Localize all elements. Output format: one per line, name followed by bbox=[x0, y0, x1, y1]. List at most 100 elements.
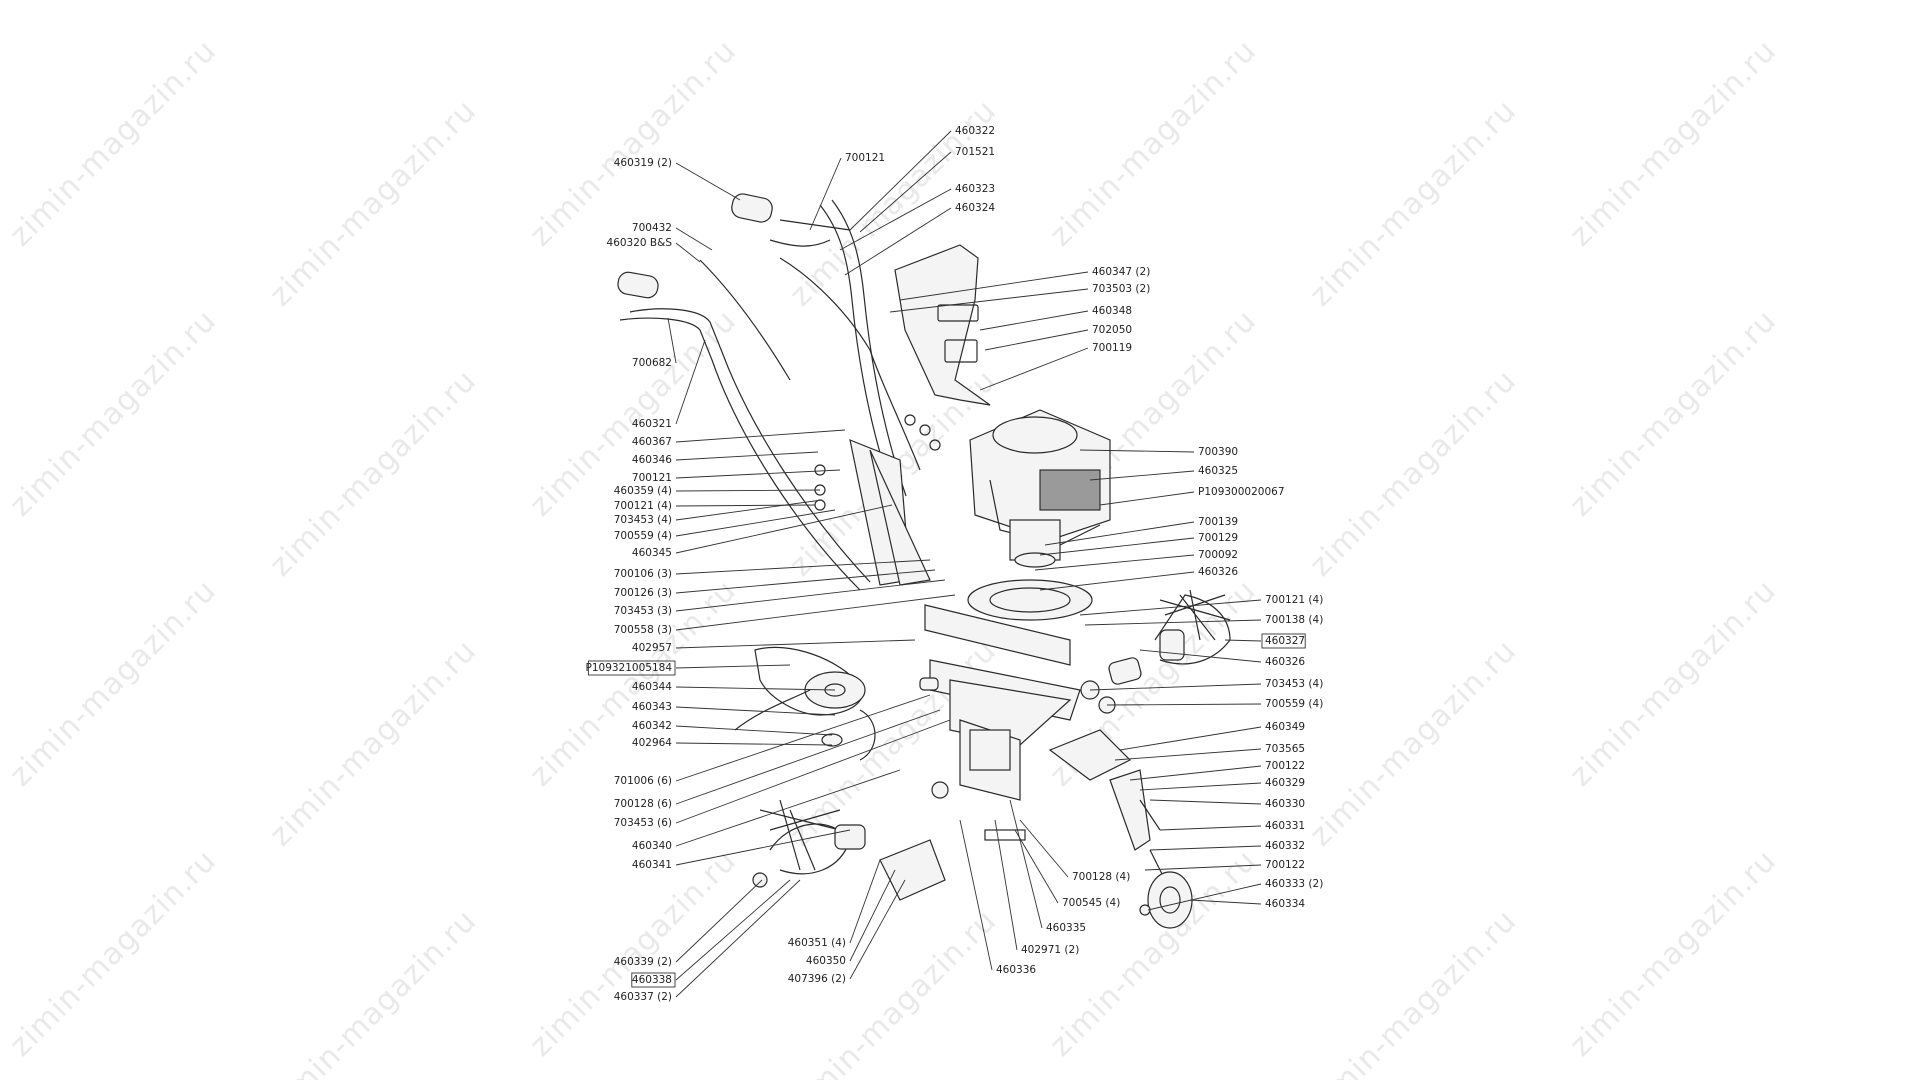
belt bbox=[754, 646, 876, 761]
leader-line bbox=[849, 869, 896, 962]
part-number-label: 703453 (3) bbox=[614, 605, 672, 617]
leader-line bbox=[1089, 683, 1262, 691]
leader-line bbox=[675, 242, 701, 263]
leader-line bbox=[1224, 639, 1262, 642]
part-number-label: 402964 bbox=[632, 737, 672, 749]
leader-line bbox=[1039, 571, 1195, 591]
leader-line bbox=[849, 879, 906, 980]
leader-line bbox=[1009, 799, 1043, 929]
part-number-label: 700139 bbox=[1198, 516, 1238, 528]
part-number-label: 700545 (4) bbox=[1062, 897, 1120, 909]
part-number-label: 700121 (4) bbox=[1265, 594, 1323, 606]
leader-line bbox=[1014, 829, 1059, 904]
watermark-text: zimin-magazin.ru bbox=[1043, 33, 1263, 253]
watermark-text: zimin-magazin.ru bbox=[523, 33, 743, 253]
part-number-label: 700106 (3) bbox=[614, 568, 672, 580]
part-number-label: 460339 (2) bbox=[614, 956, 672, 968]
boxed-label-frame bbox=[587, 660, 676, 676]
watermark-text: zimin-magazin.ru bbox=[783, 903, 1003, 1080]
leader-line bbox=[844, 207, 952, 276]
part-number-label: 460336 bbox=[996, 964, 1036, 976]
leader-line bbox=[889, 288, 1089, 313]
leader-line bbox=[667, 317, 677, 364]
leader-line bbox=[675, 742, 833, 746]
part-number-label: 700119 bbox=[1092, 342, 1132, 354]
leader-line bbox=[1129, 765, 1262, 781]
leader-line bbox=[979, 310, 1089, 331]
handle-assembly bbox=[617, 193, 921, 591]
part-number-label: 460349 bbox=[1265, 721, 1305, 733]
boxed-label-frame bbox=[1261, 633, 1306, 649]
leader-line bbox=[675, 489, 821, 492]
watermark-text: zimin-magazin.ru bbox=[1563, 843, 1783, 1063]
leader-line bbox=[675, 504, 816, 507]
watermark-text: zimin-magazin.ru bbox=[3, 843, 223, 1063]
grip-right bbox=[731, 193, 773, 223]
leader-line bbox=[979, 347, 1089, 391]
part-number-label: 460322 bbox=[955, 125, 995, 137]
leader-line bbox=[675, 639, 916, 649]
exploded-view-drawing bbox=[617, 193, 1231, 929]
leader-line bbox=[1149, 845, 1262, 851]
leader-line bbox=[994, 819, 1018, 951]
leader-line bbox=[675, 451, 819, 461]
leader-line bbox=[675, 694, 931, 782]
part-number-label: 460330 bbox=[1265, 798, 1305, 810]
watermark-text: zimin-magazin.ru bbox=[1563, 303, 1783, 523]
part-number-label: 700138 (4) bbox=[1265, 614, 1323, 626]
leader-line bbox=[1139, 782, 1262, 791]
part-number-label: 460319 (2) bbox=[614, 157, 672, 169]
part-number-label: 700121 bbox=[845, 152, 885, 164]
leader-line bbox=[1084, 619, 1262, 626]
part-number-label: 460326 bbox=[1265, 656, 1305, 668]
part-number-label: 700682 bbox=[632, 357, 672, 369]
leader-line bbox=[1079, 449, 1195, 453]
watermark-text: zimin-magazin.ru bbox=[1563, 33, 1783, 253]
handle-brackets bbox=[814, 414, 941, 586]
part-number-label: 460326 bbox=[1198, 566, 1238, 578]
part-number-label: 460343 bbox=[632, 701, 672, 713]
part-number-label: 700559 (4) bbox=[614, 530, 672, 542]
part-number-label: 460335 bbox=[1046, 922, 1086, 934]
part-number-label: 460341 bbox=[632, 859, 672, 871]
part-number-label: 700128 (4) bbox=[1072, 871, 1130, 883]
leader-line bbox=[1119, 726, 1262, 751]
part-number-label: 460334 bbox=[1265, 898, 1305, 910]
part-number-label: 460344 bbox=[632, 681, 672, 693]
leader-line bbox=[675, 829, 851, 866]
part-number-label: 700432 bbox=[632, 222, 672, 234]
leader-line bbox=[675, 504, 893, 554]
part-number-label: 700559 (4) bbox=[1265, 698, 1323, 710]
part-number-label: 460320 B&S bbox=[607, 237, 673, 249]
part-number-label: 700122 bbox=[1265, 859, 1305, 871]
part-number-label: 701521 bbox=[955, 146, 995, 158]
watermark-text: zimin-magazin.ru bbox=[1303, 633, 1523, 853]
part-number-label: 700390 bbox=[1198, 446, 1238, 458]
leader-line bbox=[675, 879, 801, 998]
leader-lines bbox=[667, 130, 1262, 998]
watermark-text: zimin-magazin.ru bbox=[263, 633, 483, 853]
leader-line bbox=[1019, 819, 1069, 878]
part-number-label: 460323 bbox=[955, 183, 995, 195]
watermark-text: zimin-magazin.ru bbox=[1563, 573, 1783, 793]
leader-line bbox=[675, 664, 791, 669]
leader-line bbox=[675, 769, 901, 847]
leader-line bbox=[899, 271, 1089, 301]
grip-left bbox=[617, 271, 659, 299]
leader-line bbox=[675, 429, 846, 443]
leader-line bbox=[1089, 470, 1195, 481]
leader-line bbox=[1139, 649, 1262, 663]
part-number-label: 460333 (2) bbox=[1265, 878, 1323, 890]
part-number-label: 402971 (2) bbox=[1021, 944, 1079, 956]
part-number-label: 703453 (6) bbox=[614, 817, 672, 829]
part-number-label: P109321005184 bbox=[586, 662, 673, 674]
leader-line bbox=[1039, 537, 1195, 556]
part-number-label: 703565 bbox=[1265, 743, 1305, 755]
control-panel bbox=[894, 244, 991, 406]
part-number-label: 460329 bbox=[1265, 777, 1305, 789]
leader-line bbox=[984, 329, 1089, 351]
part-number-label: 460337 (2) bbox=[614, 991, 672, 1003]
leader-line bbox=[809, 157, 842, 231]
part-number-label: 460325 bbox=[1198, 465, 1238, 477]
